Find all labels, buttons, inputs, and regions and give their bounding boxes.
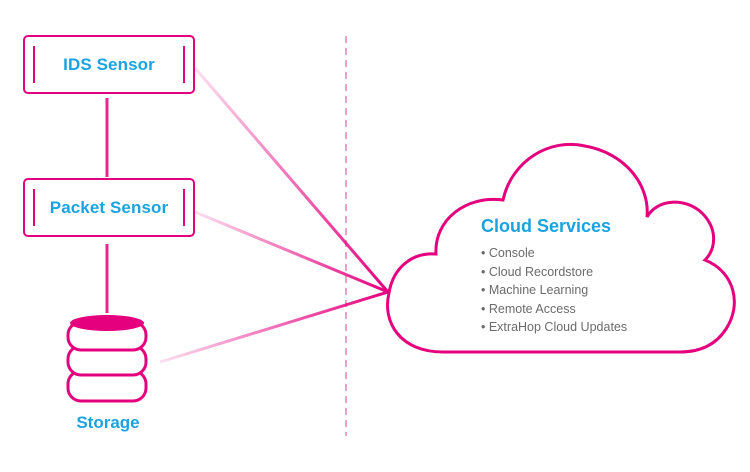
packet-sensor-label: Packet Sensor [49,197,169,217]
cloud-services-title: Cloud Services [481,216,612,236]
link-ids-cloud [193,67,390,293]
cloud-icon [386,143,736,354]
cloud-service-item: • Remote Access [481,301,576,316]
link-storage-cloud [159,290,389,364]
storage-label: Storage [76,413,140,432]
ids-sensor-node: IDS Sensor [23,35,195,94]
box-icon [33,189,35,226]
cloud-service-item: • ExtraHop Cloud Updates [481,320,628,334]
ids-sensor-label: IDS Sensor [63,54,155,74]
box-icon [33,46,35,83]
link-packet-cloud [194,210,389,294]
cloud-service-item: • Console [481,246,535,260]
cloud-services-list: • Console • Cloud Recordstore • Machine … [481,244,627,337]
box-icon [183,46,185,83]
database-icon [66,315,148,403]
cloud-service-item: • Cloud Recordstore [481,264,594,279]
cloud-service-item: • Machine Learning [481,283,589,297]
packet-sensor-node: Packet Sensor [23,178,195,237]
box-icon [183,189,185,226]
